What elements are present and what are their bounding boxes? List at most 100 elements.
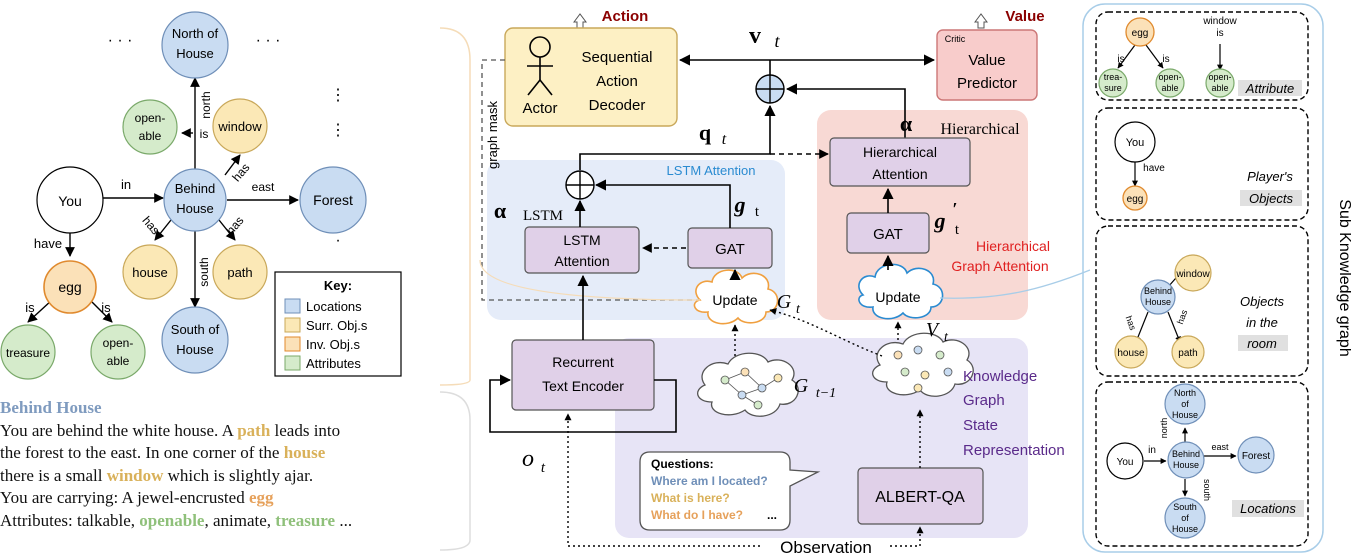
obs-kw-window: window	[106, 465, 164, 485]
sub3-behind-node	[1140, 279, 1176, 315]
kgsr-l2: Graph	[963, 392, 1005, 409]
decoder-l1: Sequential	[582, 49, 653, 66]
v-t-sub: t	[774, 31, 780, 51]
g-prime-sub: t	[955, 222, 960, 238]
sub3-window-node	[1174, 254, 1212, 292]
ellipsis-right: · · ·	[256, 32, 281, 49]
obs-l3-a: there is a small	[0, 465, 107, 485]
node-behind-house-l1: Behind	[175, 181, 215, 196]
sub4-north-l2: of	[1181, 399, 1189, 409]
kgsr-l1: Knowledge	[963, 368, 1037, 385]
sub3-has3: has	[1175, 308, 1190, 326]
ellipsis-vertical: ⋮	[330, 87, 346, 104]
g-t-symbol: g	[734, 192, 746, 217]
brace-graph	[439, 27, 471, 386]
lstm-attention-box	[524, 226, 640, 274]
question-3: What do I have?	[651, 508, 743, 522]
sub2-you: You	[1126, 137, 1145, 149]
node-forest	[299, 166, 367, 234]
kgsr-l4: Representation	[963, 442, 1065, 459]
V-t-sub: t	[944, 330, 949, 345]
gat-to-concat	[594, 179, 731, 228]
sub2-label-l2: Objects	[1249, 191, 1294, 206]
observation-line-2: the forest to the east. In one corner of…	[0, 442, 460, 465]
actor-label: Actor	[522, 100, 557, 117]
action-label: Action	[602, 8, 649, 25]
sub4-south-edge: south	[1202, 479, 1212, 501]
update-to-subgraph	[939, 269, 1091, 299]
node-treasure	[0, 324, 56, 380]
node-treasure-label: treasure	[6, 346, 50, 360]
sub4-south-l3: House	[1172, 524, 1198, 534]
question-more: ...	[767, 508, 777, 522]
sub2-label-l1: Player's	[1247, 169, 1293, 184]
kgsr-l3: State	[963, 417, 998, 434]
sub3-house: house	[1117, 348, 1145, 359]
edge-label-east: east	[252, 180, 275, 194]
sub3-path: path	[1178, 348, 1197, 359]
observation-line-5: Attributes: talkable, openable, animate,…	[0, 510, 460, 533]
vertex-cloud	[872, 332, 974, 397]
lstm-attention-l2: Attention	[554, 253, 609, 269]
node-openable-top	[122, 99, 178, 155]
node-you-label: You	[58, 193, 82, 209]
alpha-lstm-sub: LSTM	[523, 208, 563, 224]
sub3-has2: has	[1124, 314, 1139, 332]
obs-l3-b: which is slightly ajar.	[163, 465, 314, 485]
legend-title: Key:	[324, 278, 352, 293]
G-t-sub: t	[796, 302, 801, 317]
lstm-attention-l1: LSTM	[563, 232, 600, 248]
question-2: What is here?	[651, 491, 730, 505]
update-left-label: Update	[712, 292, 757, 308]
edge-label-in: in	[121, 177, 131, 192]
sub4-you: You	[1117, 457, 1134, 468]
action-arrow-icon	[573, 13, 587, 29]
node-house-label: house	[132, 265, 167, 280]
sub4-north-node	[1164, 383, 1206, 425]
decoder-l3: Decoder	[589, 97, 646, 114]
G-t1-sub: t−1	[816, 386, 836, 401]
edge-has-window	[224, 154, 241, 176]
observation-text: Behind House You are behind the white ho…	[0, 397, 460, 533]
sub3-window: window	[1175, 269, 1210, 280]
observation-line-3: there is a small window which is slightl…	[0, 465, 460, 488]
sub4-south-l1: South	[1173, 502, 1197, 512]
observation-line-4: You are carrying: A jewel-encrusted egg	[0, 487, 460, 510]
update-left-cloud	[693, 269, 779, 325]
value-predictor-l1: Value	[968, 52, 1005, 69]
encoder-loop	[489, 374, 677, 433]
sub1-openable2-l1: open-	[1208, 72, 1231, 82]
legend-key: Key: Locations Surr. Obj.s Inv. Obj.s At…	[274, 271, 402, 377]
ellipsis-left: · · ·	[108, 32, 133, 49]
critic-label: Critic	[945, 34, 966, 44]
edge-label-have: have	[34, 236, 62, 251]
sub4-south-l2: of	[1181, 513, 1189, 523]
obs-l1-a: You are behind the white house. A	[0, 420, 238, 440]
left-knowledge-graph: · · · · · · ⋮ ⋮ · north is has in east h…	[0, 11, 402, 380]
sub1-window: window	[1202, 16, 1237, 27]
legend-locations: Locations	[306, 299, 362, 314]
node-openable-bottom-l1: open-	[103, 336, 134, 350]
alpha-lstm-symbol: α	[494, 198, 507, 223]
node-behind-house	[163, 168, 227, 232]
legend-surr: Surr. Obj.s	[306, 318, 368, 333]
actor-figure-icon	[527, 36, 553, 96]
edge-has-house	[154, 219, 172, 241]
obs-kw-egg: egg	[248, 488, 274, 508]
g-prime-sup: ′	[952, 199, 957, 219]
legend-swatch-attr	[284, 355, 301, 371]
hier-attention-l2: Attention	[872, 166, 927, 182]
node-north-of-house-l2: House	[176, 46, 214, 61]
observation-title: Behind House	[0, 398, 102, 417]
ellipsis-vertical-3: ·	[335, 232, 340, 249]
sub4-behind-l1: Behind	[1172, 449, 1200, 459]
node-window-label: window	[217, 119, 262, 134]
sub2-egg-node	[1122, 185, 1148, 211]
obs-kw-treasure: treasure	[275, 510, 336, 530]
v-t-symbol: v	[749, 23, 761, 49]
obs-l2-a: the forest to the east. In one corner of…	[0, 443, 284, 463]
recurrent-encoder-box	[511, 339, 655, 411]
value-predictor-l2: Predictor	[957, 75, 1017, 92]
prev-graph-nodes	[720, 367, 783, 410]
